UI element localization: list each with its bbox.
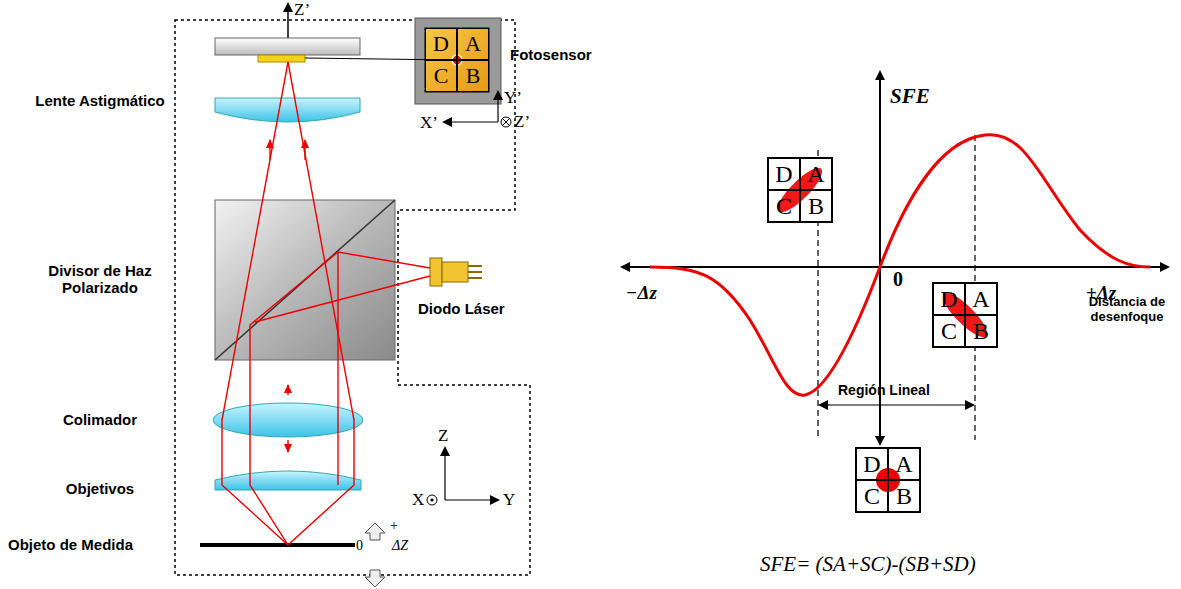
quadrant-letter: A: [807, 162, 824, 186]
detector-quadrant: B: [457, 60, 489, 92]
quadrant-letter: B: [466, 65, 481, 87]
formula: SFE= (SA+SC)-(SB+SD): [760, 552, 976, 576]
axis-label: X’: [420, 113, 438, 133]
detector-quadrant: C: [856, 480, 888, 512]
quadrant-letter: A: [465, 33, 481, 55]
quadrant-letter: A: [972, 287, 989, 311]
quadrant-letter: D: [775, 162, 792, 186]
axis-label: Y’: [504, 88, 522, 108]
axis-title: Distancia de desenfoque: [1081, 295, 1173, 325]
detector-quadrant: A: [457, 28, 489, 60]
detector-quadrant: C: [933, 315, 965, 347]
origin-label: 0: [893, 268, 903, 291]
axis-label: Z’: [294, 0, 310, 20]
axis-label: Z: [438, 426, 448, 446]
part-name: Objeto de Medida: [8, 536, 133, 553]
quadrant-letter: C: [941, 319, 957, 343]
axis-label: Y: [503, 490, 515, 510]
axis-label: −Δz: [626, 282, 657, 304]
part-name: Lente Astigmático: [30, 92, 170, 109]
detector-quadrant: B: [888, 480, 920, 512]
detector-quadrant: B: [800, 190, 832, 222]
dimension-label: ΔZ: [392, 538, 408, 554]
detector-quadrant: A: [800, 158, 832, 190]
part-name: Divisor de Haz Polarizado: [30, 262, 170, 297]
quadrant-letter: C: [776, 194, 792, 218]
quadrant-letter: D: [863, 452, 880, 476]
detector-quadrant: D: [768, 158, 800, 190]
axis-label: X: [412, 490, 424, 510]
origin-label: 0: [356, 538, 363, 554]
quadrant-letter: B: [808, 194, 824, 218]
part-name: Diodo Láser: [418, 300, 505, 317]
detector-quadrant: C: [768, 190, 800, 222]
quadrant-letter: C: [864, 484, 880, 508]
part-name: Colimador: [63, 411, 137, 428]
quadrant-letter: D: [940, 287, 957, 311]
signal-name: SFE: [890, 84, 930, 108]
part-name: Fotosensor: [510, 46, 592, 63]
quadrant-letter: B: [896, 484, 912, 508]
quadrant-letter: A: [895, 452, 912, 476]
axis-label: Z’: [514, 112, 530, 132]
part-name: Objetivos: [66, 480, 134, 497]
sign-label: +: [390, 518, 398, 534]
detector-quadrant: D: [425, 28, 457, 60]
detector-quadrant: D: [933, 283, 965, 315]
detector-quadrant: B: [965, 315, 997, 347]
quadrant-letter: D: [433, 33, 449, 55]
detector-quadrant: D: [856, 448, 888, 480]
quadrant-letter: C: [434, 65, 449, 87]
detector-quadrant: C: [425, 60, 457, 92]
detector-quadrant: A: [965, 283, 997, 315]
quadrant-letter: B: [973, 319, 989, 343]
region-label: Región Lineal: [838, 382, 930, 398]
detector-quadrant: A: [888, 448, 920, 480]
